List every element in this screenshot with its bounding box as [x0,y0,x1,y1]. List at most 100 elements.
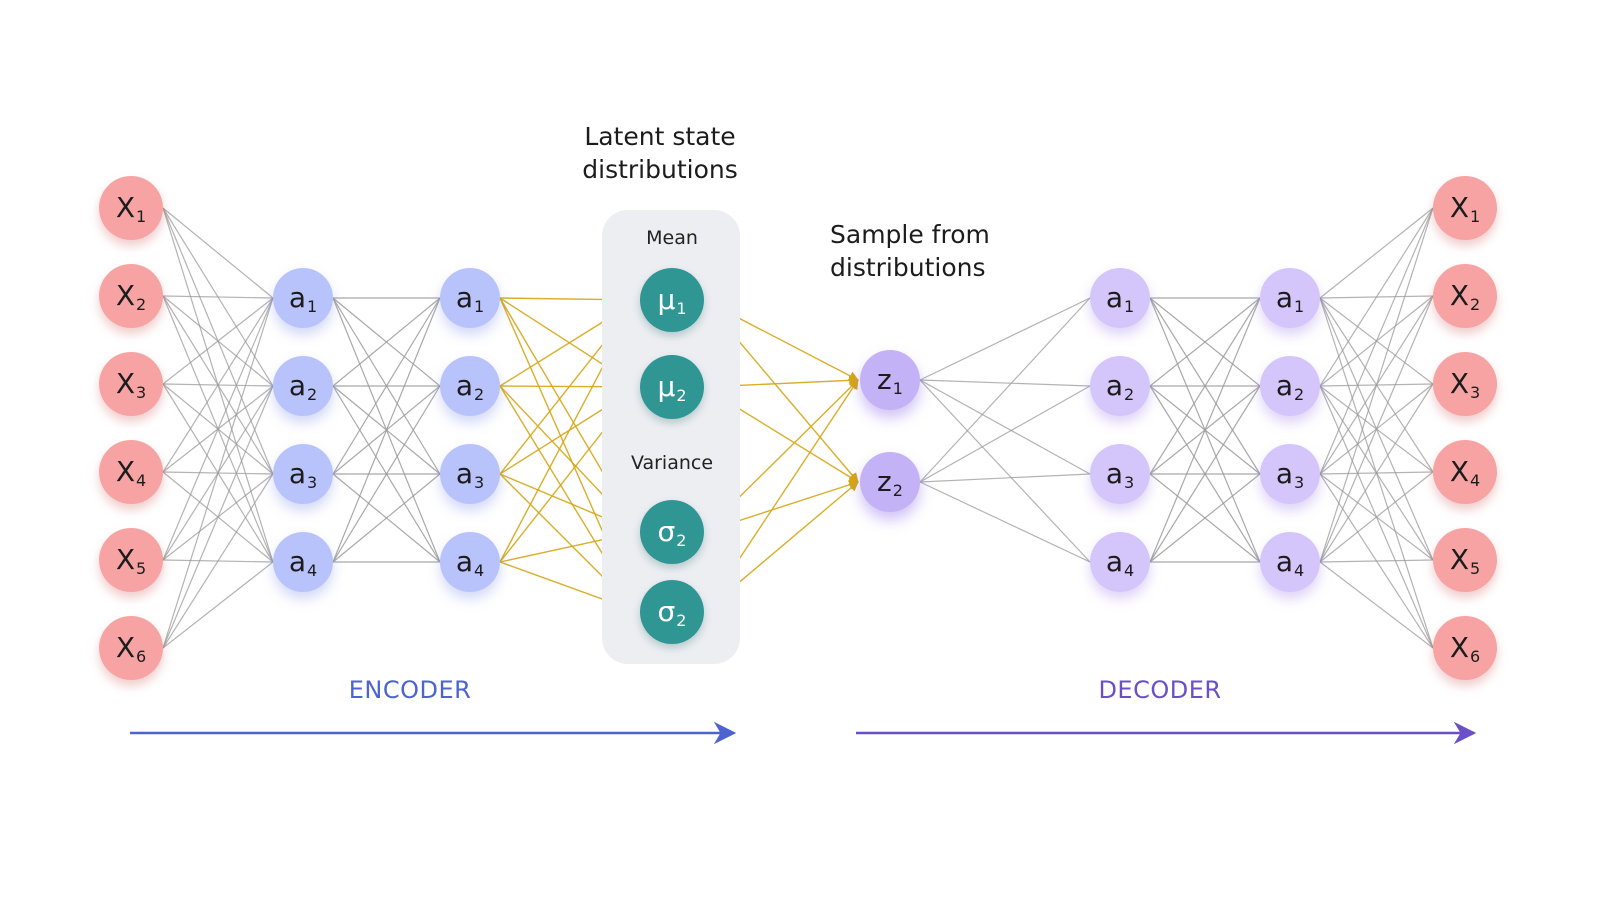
edge-dec2-output [1319,207,1434,563]
edge-dec1-dec2 [1149,297,1261,387]
node-symbol: z [877,465,892,498]
node-symbol: μ [657,370,676,403]
node-subscript: 3 [1293,472,1305,492]
node-symbol: a [288,281,306,314]
decoder-label: DECODER [1098,676,1222,704]
node-symbol: a [455,545,473,578]
node-symbol: X [1449,543,1469,576]
mean-label: Mean [646,227,698,249]
edge-z-dec1 [919,385,1091,483]
edge-dec2-output [1319,561,1434,649]
edge-input-enc1 [162,297,274,561]
edge-z-dec1 [919,481,1091,563]
node-subscript: 1 [1293,296,1305,316]
node-symbol: X [115,543,135,576]
latent-title: Latent state distributions [582,122,738,184]
edge-input-enc1 [162,385,274,649]
edge-z-dec1 [919,297,1091,381]
edge-z-dec1 [919,473,1091,483]
edge-z-dec1 [919,297,1091,483]
node-subscript: 3 [1470,382,1481,402]
node-symbol: X [1449,279,1469,312]
edge-input-enc1 [162,207,274,299]
node-subscript: 1 [1470,206,1481,226]
node-symbol: a [1275,281,1293,314]
edge-dec2-output [1319,559,1434,563]
edge-dec2-output [1319,471,1434,563]
node-subscript: 2 [473,384,485,404]
edge-input-enc1 [162,297,274,385]
node-symbol: X [1449,631,1469,664]
node-symbol: a [1105,281,1123,314]
edge-input-enc1 [162,297,274,649]
node-subscript: 6 [136,646,147,666]
node-symbol: a [1105,457,1123,490]
node-symbol: a [1105,369,1123,402]
node-subscript: 2 [1123,384,1135,404]
node-subscript: 2 [676,385,687,405]
encoder-label: ENCODER [348,676,472,704]
node-symbol: a [288,457,306,490]
edge-dec2-output [1319,295,1434,563]
node-subscript: 1 [306,296,318,316]
edge-enc1-enc2 [332,297,441,475]
edge-enc1-enc2 [332,473,441,563]
node-symbol: X [115,631,135,664]
node-subscript: 3 [473,472,485,492]
node-subscript: 2 [136,294,147,314]
node-subscript: 2 [1293,384,1305,404]
node-symbol: X [1449,455,1469,488]
node-subscript: 4 [1293,560,1305,580]
edge-dec2-output [1319,207,1434,475]
node-subscript: 4 [136,470,147,490]
edge-dec1-dec2 [1149,297,1261,563]
node-symbol: a [455,457,473,490]
node-symbol: X [115,279,135,312]
edge-dec2-output [1319,207,1434,299]
node-symbol: a [288,545,306,578]
node-symbol: a [288,369,306,402]
edge-dec1-dec2 [1149,297,1261,475]
edge-z-dec1 [919,379,1091,563]
gray-connections [162,207,1434,649]
node-subscript: 2 [676,610,687,630]
node-subscript: 6 [1470,646,1481,666]
edge-dec1-dec2 [1149,473,1261,563]
edge-z-dec1 [919,379,1091,475]
edge-dec2-output [1319,383,1434,563]
node-symbol: X [115,191,135,224]
node-subscript: 1 [892,378,903,398]
node-subscript: 1 [676,298,687,318]
node-symbol: a [1275,545,1293,578]
node-symbol: σ [657,595,676,628]
node-subscript: 1 [136,206,147,226]
node-symbol: a [455,369,473,402]
variance-label: Variance [630,452,714,474]
node-subscript: 4 [1123,560,1135,580]
node-subscript: 1 [1123,296,1135,316]
node-symbol: z [877,363,892,396]
node-subscript: 4 [1470,470,1481,490]
